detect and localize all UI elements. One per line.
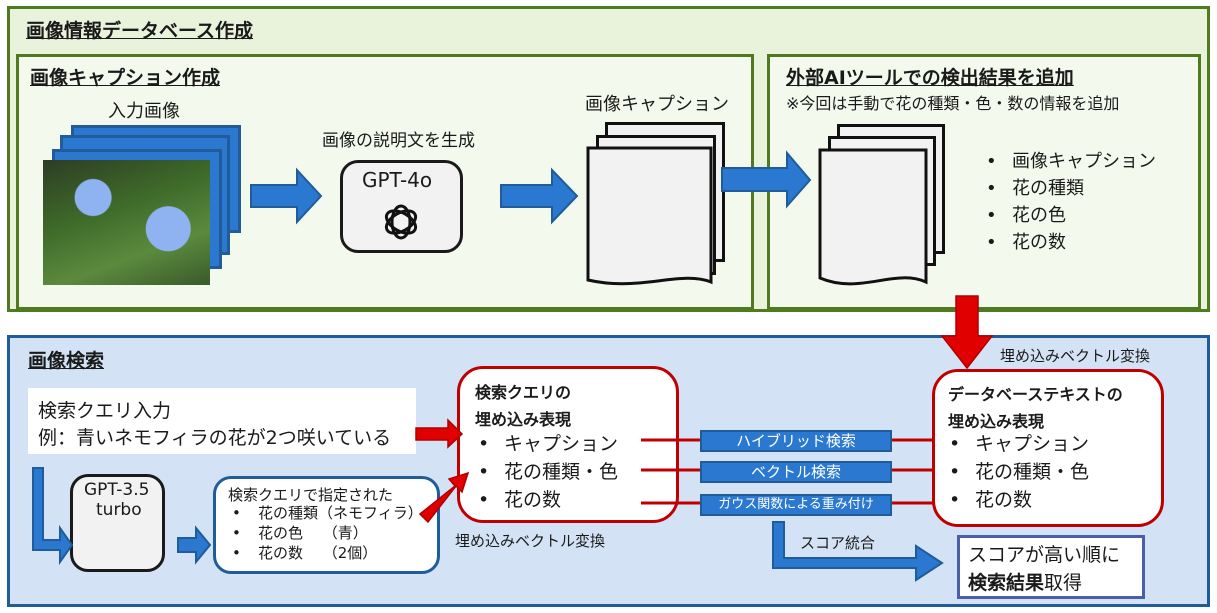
db-field-item: 花の数 [982,229,1156,256]
db-embedding-title-line2: 埋め込み表現 [948,412,1045,431]
database-creation-title: 画像情報データベース作成 [26,20,254,42]
arrow-right-icon [177,525,212,565]
gpt4o-label: GPT-4o [362,168,433,192]
caption-creation-title: 画像キャプション作成 [30,67,221,89]
arrow-right-icon [415,418,464,449]
db-embedding-item: 花の種類・色 [945,458,1089,486]
query-embedding-title-line2: 埋め込み表現 [475,410,572,429]
arrow-down-icon [940,295,994,370]
gpt35-label-line1: GPT-3.5 [84,480,150,500]
db-embedding-title: データベーステキストの 埋め込み表現 [948,381,1123,435]
arrow-right-icon [500,167,579,225]
gpt35-label-line2: turbo [96,500,142,520]
query-vector-label: 埋め込みベクトル変換 [455,532,606,550]
query-embedding-item: キャプション [474,430,618,458]
query-embedding-item: 花の数 [474,486,618,514]
external-ai-title: 外部AIツールでの検出結果を追加 [786,67,1074,89]
query-embedding-item: 花の種類・色 [474,458,618,486]
result-line2: 検索結果取得 [968,568,1082,595]
extracted-item: 花の種類（ネモフィラ） [228,503,423,523]
query-embedding-title: 検索クエリの 埋め込み表現 [475,379,571,433]
generate-description-label: 画像の説明文を生成 [322,131,475,151]
query-example: 例：青いネモフィラの花が2つ咲いている [38,427,392,449]
arrow-elbow-icon [32,467,74,566]
result-tail: 取得 [1044,572,1083,594]
query-input-label: 検索クエリ入力 [38,400,172,422]
flower-photo [43,160,210,285]
query-input-box[interactable] [28,388,416,454]
gpt35-box [70,474,165,572]
extracted-title: 検索クエリで指定された [228,486,394,504]
vector-search-label: ベクトル検索 [700,461,892,483]
db-embedding-title-line1: データベーステキストの [948,385,1123,404]
db-embedding-item: キャプション [945,430,1089,458]
db-field-item: 花の種類 [982,175,1156,202]
score-integration-label: スコア統合 [800,534,876,552]
extracted-list: 花の種類（ネモフィラ） 花の色 （青） 花の数 （2個） [228,503,423,563]
image-search-title: 画像検索 [28,350,105,372]
db-vector-label: 埋め込みベクトル変換 [1000,347,1151,365]
arrow-diagonal-icon [418,471,470,524]
db-fields-list: 画像キャプション 花の種類 花の色 花の数 [982,148,1156,256]
result-line1: スコアが高い順に [968,544,1121,566]
arrow-right-icon [250,167,323,225]
search-result-box [957,535,1145,599]
extracted-item: 花の色 （青） [228,523,423,543]
external-ai-note: ※今回は手動で花の種類・色・数の情報を追加 [786,94,1120,113]
query-embedding-title-line1: 検索クエリの [475,383,572,402]
query-embedding-list: キャプション 花の種類・色 花の数 [474,430,618,514]
db-field-item: 画像キャプション [982,148,1156,175]
input-image-label: 入力画像 [108,101,180,122]
extracted-item: 花の数 （2個） [228,543,423,563]
arrow-elbow-icon [772,521,944,582]
db-field-item: 花の色 [982,202,1156,229]
result-bold: 検索結果 [968,572,1045,594]
db-embedding-list: キャプション 花の種類・色 花の数 [945,430,1089,514]
db-embedding-item: 花の数 [945,486,1089,514]
hybrid-search-label: ハイブリッド検索 [700,430,892,452]
arrow-right-icon [721,150,812,209]
gaussian-weighting-label: ガウス関数による重み付け [700,494,892,516]
image-caption-label: 画像キャプション [585,94,729,115]
